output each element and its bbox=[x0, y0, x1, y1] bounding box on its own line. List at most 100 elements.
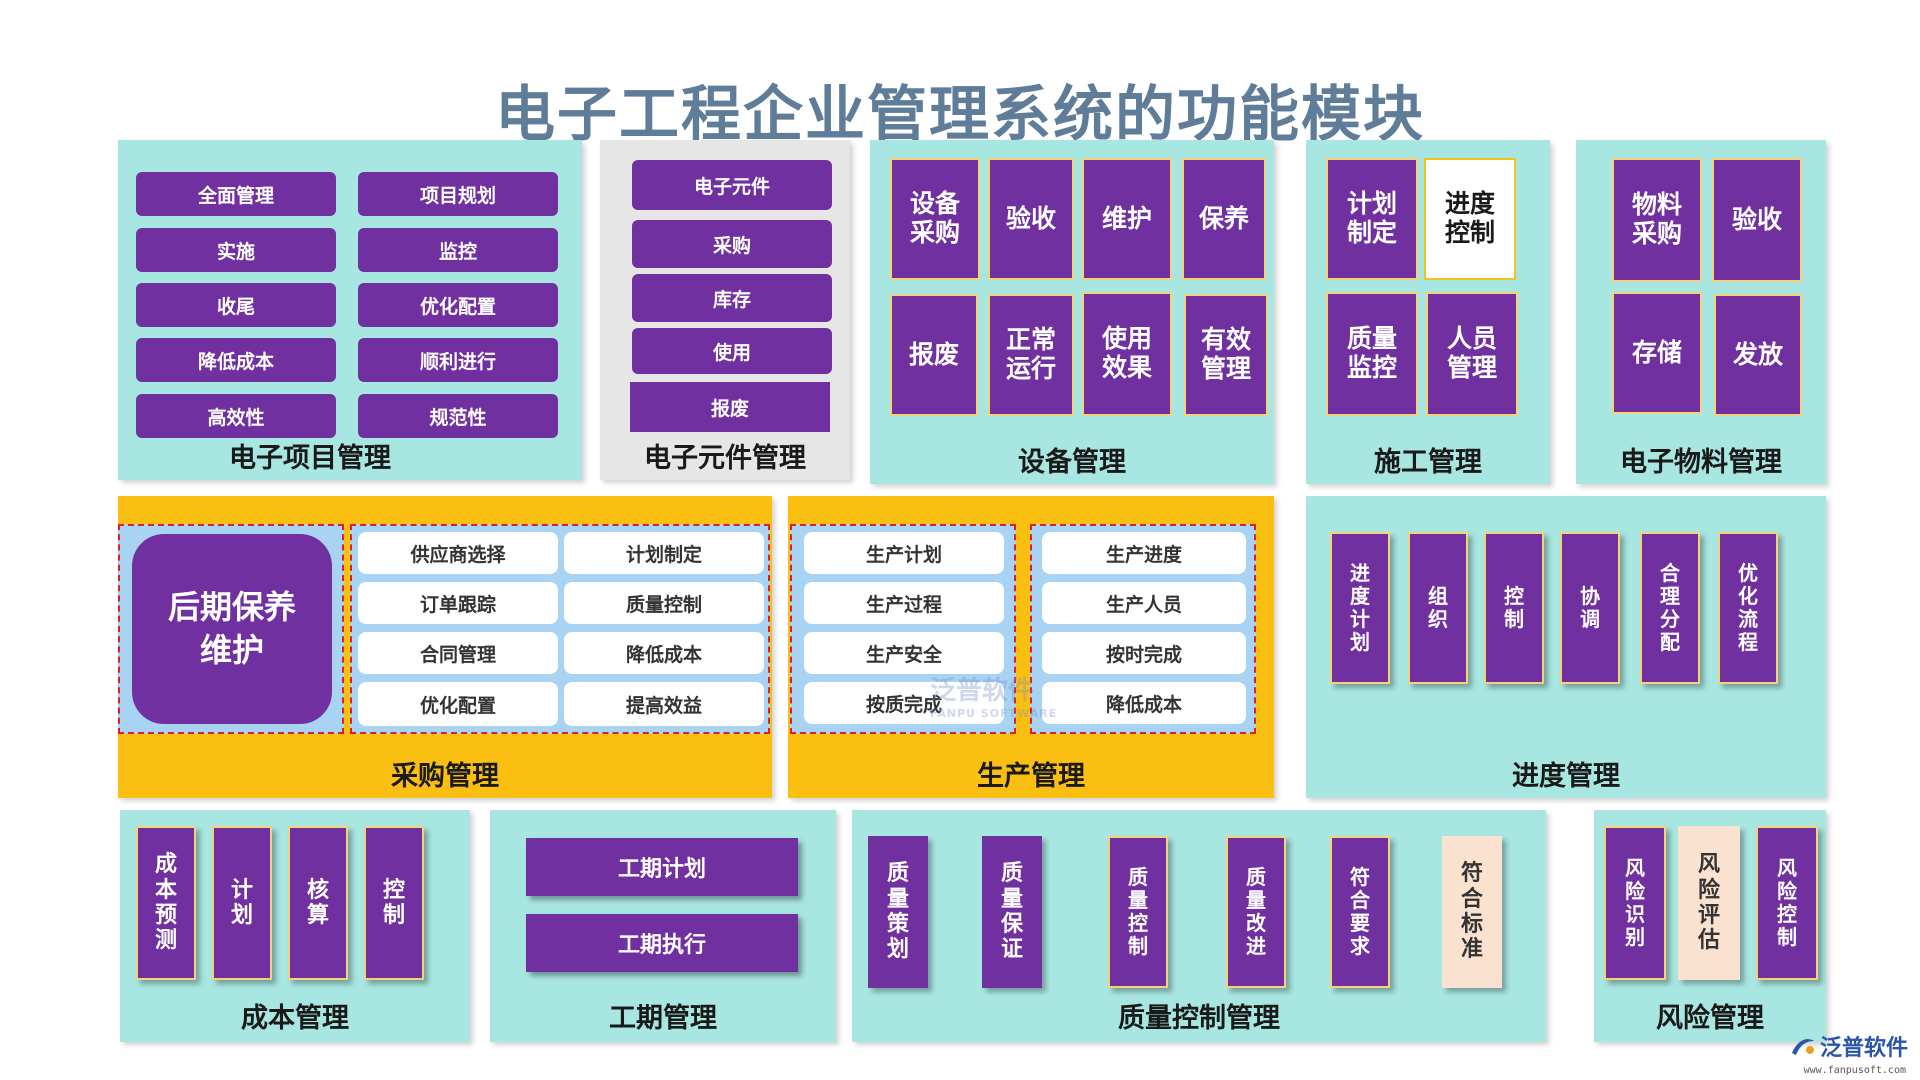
risk-item-highlight: 风险评估 bbox=[1678, 826, 1740, 980]
procurement-item: 合同管理 bbox=[358, 632, 558, 674]
equipment-item: 保养 bbox=[1182, 158, 1266, 280]
project-item: 规范性 bbox=[358, 394, 558, 438]
panel-schedule-management: 进度计划 组织 控制 协调 合理分配 优化流程 进度管理 bbox=[1306, 496, 1826, 798]
schedule-item-label: 优化流程 bbox=[1738, 561, 1758, 654]
production-right-subpanel: 生产进度 生产人员 按时完成 降低成本 bbox=[1030, 524, 1256, 734]
panel-construction-management: 计划制定 进度控制 质量监控 人员管理 施工管理 bbox=[1306, 140, 1550, 484]
schedule-item-label: 组织 bbox=[1428, 584, 1448, 631]
project-item: 高效性 bbox=[136, 394, 336, 438]
panel-period-management: 工期计划 工期执行 工期管理 bbox=[490, 810, 836, 1042]
equipment-item: 验收 bbox=[988, 158, 1074, 280]
construction-item: 人员管理 bbox=[1426, 292, 1518, 416]
schedule-item-label: 控制 bbox=[1504, 584, 1524, 631]
page-title: 电子工程企业管理系统的功能模块 bbox=[495, 80, 1425, 150]
component-item: 库存 bbox=[632, 274, 832, 322]
watermark-cn: 泛普软件 bbox=[930, 676, 1035, 706]
component-item: 电子元件 bbox=[632, 160, 832, 210]
project-item: 项目规划 bbox=[358, 172, 558, 216]
period-item: 工期执行 bbox=[526, 914, 798, 972]
project-item: 全面管理 bbox=[136, 172, 336, 216]
panel-label: 设备管理 bbox=[1018, 447, 1126, 478]
construction-item: 质量监控 bbox=[1326, 292, 1418, 416]
component-item: 报废 bbox=[630, 382, 830, 432]
maintenance-subpanel: 后期保养维护 bbox=[118, 524, 344, 734]
panel-label: 采购管理 bbox=[391, 761, 499, 792]
panel-material-management: 物料采购 验收 存储 发放 电子物料管理 bbox=[1576, 140, 1826, 484]
panel-procurement-management: 后期保养维护 供应商选择 计划制定 订单跟踪 质量控制 合同管理 降低成本 优化… bbox=[118, 496, 772, 798]
risk-item-label: 风险评估 bbox=[1698, 852, 1721, 954]
risk-item: 风险识别 bbox=[1604, 826, 1666, 980]
production-item: 生产进度 bbox=[1042, 532, 1246, 574]
project-item: 优化配置 bbox=[358, 283, 558, 327]
logo-icon bbox=[1791, 1039, 1814, 1055]
procurement-item: 提高效益 bbox=[564, 682, 764, 726]
schedule-item: 进度计划 bbox=[1330, 532, 1390, 684]
panel-component-management: 电子元件 采购 库存 使用 报废 电子元件管理 bbox=[600, 140, 850, 480]
procurement-subpanel: 供应商选择 计划制定 订单跟踪 质量控制 合同管理 降低成本 优化配置 提高效益 bbox=[350, 524, 770, 734]
equipment-item: 正常运行 bbox=[988, 294, 1074, 416]
panel-label: 工期管理 bbox=[609, 1003, 717, 1034]
equipment-item: 维护 bbox=[1082, 158, 1172, 280]
cost-item-label: 成本预测 bbox=[155, 852, 178, 954]
panel-label: 成本管理 bbox=[241, 1003, 349, 1034]
project-item: 降低成本 bbox=[136, 338, 336, 382]
quality-item: 质量策划 bbox=[868, 836, 928, 988]
risk-item: 风险控制 bbox=[1756, 826, 1818, 980]
material-item: 发放 bbox=[1714, 294, 1802, 416]
panel-label: 电子项目管理 bbox=[229, 443, 391, 474]
watermark: 泛普软件 FANPU SOFTWARE bbox=[930, 670, 1057, 720]
schedule-item: 协调 bbox=[1560, 532, 1620, 684]
schedule-item-label: 合理分配 bbox=[1660, 561, 1680, 654]
procurement-item: 降低成本 bbox=[564, 632, 764, 674]
maintenance-block: 后期保养维护 bbox=[132, 534, 332, 724]
equipment-item: 设备采购 bbox=[890, 158, 980, 280]
component-item: 使用 bbox=[632, 328, 832, 374]
production-item: 按质完成 bbox=[804, 682, 1004, 724]
quality-item: 质量保证 bbox=[982, 836, 1042, 988]
equipment-item: 报废 bbox=[890, 294, 978, 416]
quality-item-highlight: 符合标准 bbox=[1442, 836, 1502, 988]
production-item: 按时完成 bbox=[1042, 632, 1246, 674]
panel-quality-management: 质量策划 质量保证 质量控制 质量改进 符合要求 符合标准 质量控制管理 bbox=[852, 810, 1546, 1042]
construction-item-highlight: 进度控制 bbox=[1424, 158, 1516, 280]
production-item: 生产安全 bbox=[804, 632, 1004, 674]
brand-logo: 泛普软件 bbox=[1790, 1030, 1908, 1062]
schedule-item: 控制 bbox=[1484, 532, 1544, 684]
material-item: 存储 bbox=[1612, 292, 1702, 414]
quality-item: 质量改进 bbox=[1226, 836, 1286, 988]
cost-item: 控制 bbox=[364, 826, 424, 980]
quality-item: 符合要求 bbox=[1330, 836, 1390, 988]
project-item: 收尾 bbox=[136, 283, 336, 327]
panel-project-management: 全面管理 项目规划 实施 监控 收尾 优化配置 降低成本 顺利进行 高效性 规范… bbox=[118, 140, 582, 480]
procurement-item: 优化配置 bbox=[358, 682, 558, 726]
production-item: 生产人员 bbox=[1042, 582, 1246, 624]
construction-item: 计划制定 bbox=[1326, 158, 1418, 280]
cost-item-label: 核算 bbox=[307, 877, 330, 928]
schedule-item-label: 协调 bbox=[1580, 584, 1600, 631]
panel-risk-management: 风险识别 风险评估 风险控制 风险管理 bbox=[1594, 810, 1826, 1042]
quality-item-label: 质量改进 bbox=[1246, 865, 1266, 958]
material-item: 验收 bbox=[1712, 158, 1802, 282]
production-item: 降低成本 bbox=[1042, 682, 1246, 724]
procurement-item: 供应商选择 bbox=[358, 532, 558, 574]
cost-item: 计划 bbox=[212, 826, 272, 980]
production-left-subpanel: 生产计划 生产过程 生产安全 按质完成 bbox=[790, 524, 1016, 734]
quality-item-label: 质量保证 bbox=[1001, 861, 1024, 963]
quality-item-label: 符合标准 bbox=[1461, 861, 1484, 963]
schedule-item: 合理分配 bbox=[1640, 532, 1700, 684]
procurement-item: 计划制定 bbox=[564, 532, 764, 574]
cost-item-label: 控制 bbox=[383, 877, 406, 928]
panel-label: 施工管理 bbox=[1374, 447, 1482, 478]
panel-cost-management: 成本预测 计划 核算 控制 成本管理 bbox=[120, 810, 470, 1042]
equipment-item: 有效管理 bbox=[1184, 294, 1268, 416]
quality-item-label: 质量策划 bbox=[887, 861, 910, 963]
component-item: 采购 bbox=[632, 220, 832, 268]
schedule-item: 组织 bbox=[1408, 532, 1468, 684]
cost-item: 成本预测 bbox=[136, 826, 196, 980]
panel-label: 风险管理 bbox=[1656, 1003, 1764, 1034]
cost-item: 核算 bbox=[288, 826, 348, 980]
project-item: 监控 bbox=[358, 228, 558, 272]
quality-item-label: 符合要求 bbox=[1350, 865, 1370, 958]
panel-production-management: 生产计划 生产过程 生产安全 按质完成 生产进度 生产人员 按时完成 降低成本 … bbox=[788, 496, 1274, 798]
maintenance-label: 后期保养维护 bbox=[167, 587, 296, 669]
